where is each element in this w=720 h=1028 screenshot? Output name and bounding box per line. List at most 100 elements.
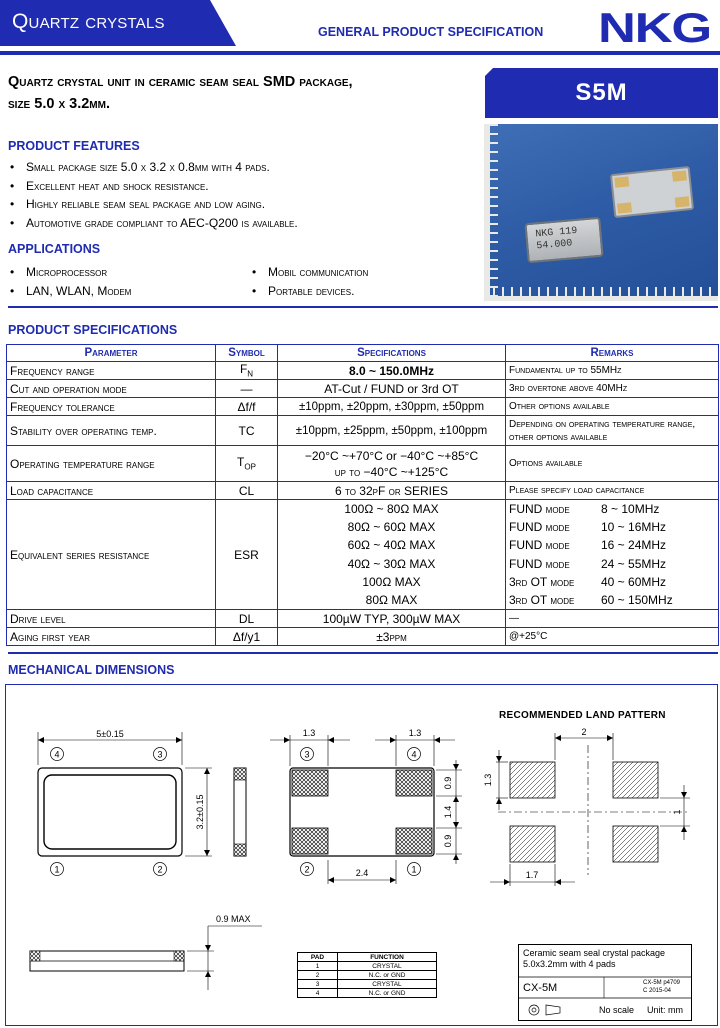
features-list: Small package size 5.0 x 3.2 x 0.8mm wit… [8,158,298,232]
table-row: Frequency range FN 8.0 ~ 150.0MHz Fundam… [6,361,719,380]
pin-label: 3 [157,750,162,760]
title-block-desc-line2: 5.0x3.2mm with 4 pads [523,959,616,969]
spec-cell: −20°C ~+70°C or −40°C ~+85°C up to −40°C… [277,445,506,482]
projection-symbol-icon [531,1007,537,1013]
title-block-ref-line2: C 2015-04 [643,988,672,994]
esr-range: 16 ~ 24MHz [601,538,667,553]
applications-heading: APPLICATIONS [8,242,101,256]
table-header-row: Parameter Symbol Specifications Remarks [6,344,719,362]
list-item: Highly reliable seam seal package and lo… [8,195,298,214]
dim-arrows [555,735,613,741]
list-item: Excellent heat and shock resistance. [8,177,298,196]
package-outline [37,767,183,857]
pin-marker: 3 [153,747,167,761]
param-cell: Stability over operating temp. [6,415,216,446]
spec-cell: 100µW TYP, 300µW MAX [277,609,506,629]
pin-marker: 1 [407,862,421,876]
applications-list-right: Mobil communication Portable devices. [250,263,368,300]
profile-pad [29,950,41,962]
dim-pad-space: 1.4 [443,806,453,819]
esr-value: 100Ω ~ 80Ω MAX [344,502,439,516]
param-cell: Aging first year [6,627,216,647]
pin-marker: 2 [153,862,167,876]
col-header-pad: PAD [297,952,338,962]
pin-marker: 3 [300,747,314,761]
function-cell: N.C. or GND [337,970,437,980]
table-row: Load capacitance CL 6 to 32pF or SERIES … [6,481,719,500]
symbol-subscript: N [247,369,254,379]
land-pad [612,761,659,799]
land-pad [509,825,556,863]
side-pad [233,767,247,781]
esr-value: 100Ω MAX [362,574,421,589]
esr-mode: FUND mode [509,538,570,553]
pin-label: 2 [157,865,162,875]
projection-symbol-icon [528,1004,540,1016]
dim-pad-height: 0.9 [443,777,453,790]
esr-value: 60Ω ~ 40Ω MAX [347,538,436,553]
dim-pad-height: 0.9 [443,835,453,848]
land-pattern: 2 1.3 1 1.7 [483,727,690,886]
symbol-subscript: OP [244,462,256,472]
esr-range: 8 ~ 10MHz [601,502,660,516]
pad-cell: 1 [297,961,338,971]
esr-range: 10 ~ 16MHz [601,520,667,535]
table-row: Drive level DL 100µW TYP, 300µW MAX — [6,609,719,629]
list-item: Automotive grade compliant to AEC-Q200 i… [8,214,298,233]
col-header-function: FUNCTION [337,952,437,962]
title-block-scale: No scale [599,1005,635,1015]
pad-cell: 3 [297,979,338,989]
dim-land-height: 1.3 [483,774,493,787]
photo-ruler-left [484,124,498,301]
bottom-pad [395,827,433,855]
pin-marker: 4 [407,747,421,761]
pad-cell: 2 [297,970,338,980]
title-block-desc: Ceramic seam seal crystal package 5.0x3.… [523,948,665,970]
esr-remark: 3rd OT mode 60 ~ 150MHz [509,591,715,609]
dim-land-vgap: 1 [672,809,682,814]
dim-land-gap: 2 [581,727,586,737]
land-pad [612,825,659,863]
col-header-specifications: Specifications [277,344,506,362]
param-cell: Load capacitance [6,481,216,500]
table-row: Frequency tolerance Δf/f ±10ppm, ±20ppm,… [6,397,719,416]
table-header-row: PAD FUNCTION [297,952,437,962]
package-top-view: 5±0.15 3.2±0.15 4 3 1 2 [37,729,212,876]
symbol-cell: TOP [215,445,278,482]
symbol-cell: DL [215,609,278,629]
model-badge: S5M [485,68,718,118]
product-title-line1: Quartz crystal unit in ceramic seam seal… [8,74,353,90]
pin-label: 1 [54,865,59,875]
dim-land-width: 1.7 [526,870,539,880]
esr-value: 40Ω ~ 30Ω MAX [347,556,436,571]
package-side-view [233,767,247,857]
remark-cell: @+25°C [505,627,719,647]
projection-symbol-icon [545,1004,561,1016]
symbol-cell: ESR [215,498,278,611]
pin-label: 4 [54,750,59,760]
dim-pad-gap: 2.4 [356,868,369,878]
dim-pad-width: 1.3 [409,728,422,738]
bottom-pad [395,769,433,797]
list-item: Small package size 5.0 x 3.2 x 0.8mm wit… [8,158,298,177]
spec-cell: AT-Cut / FUND or 3rd OT [277,379,506,398]
remark-cell: Depending on operating temperature range… [505,415,719,446]
esr-remark: FUND mode 16 ~ 24MHz [509,536,715,554]
esr-range: 40 ~ 60MHz [601,574,667,589]
esr-mode: FUND mode [509,556,570,571]
product-title: Quartz crystal unit in ceramic seam seal… [8,71,478,115]
pin-label: 3 [304,750,309,760]
specs-heading: PRODUCT SPECIFICATIONS [8,323,178,337]
esr-mode: 3rd OT mode [509,592,575,607]
esr-range: 60 ~ 150MHz [601,592,673,607]
applications-list-left: Microprocessor LAN, WLAN, Modem [8,263,131,300]
spec-line: −20°C ~+70°C or −40°C ~+85°C [304,448,479,463]
pin-marker: 2 [300,862,314,876]
bottom-pad [291,769,329,797]
title-block: Ceramic seam seal crystal package 5.0x3.… [518,944,692,1021]
